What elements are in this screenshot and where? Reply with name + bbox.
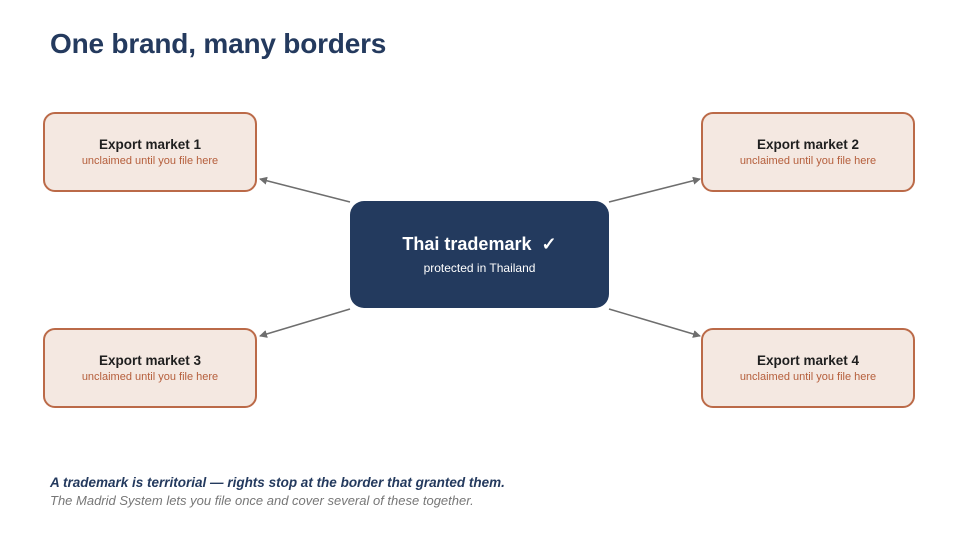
footer-detail: The Madrid System lets you file once and… xyxy=(50,493,474,508)
arrow-to-market-3 xyxy=(259,308,351,338)
export-market-3-box: Export market 3 unclaimed until you file… xyxy=(43,328,257,408)
market-name: Export market 4 xyxy=(756,353,860,368)
market-name: Export market 1 xyxy=(98,137,202,152)
market-status: unclaimed until you file here xyxy=(739,155,877,167)
export-market-4-box: Export market 4 unclaimed until you file… xyxy=(701,328,915,408)
check-icon: ✓ xyxy=(541,234,557,254)
market-name: Export market 3 xyxy=(98,353,202,368)
market-status: unclaimed until you file here xyxy=(81,155,219,167)
export-market-2-box: Export market 2 unclaimed until you file… xyxy=(701,112,915,192)
footer-note: A trademark is territorial — rights stop… xyxy=(50,475,505,508)
market-name: Export market 2 xyxy=(756,137,860,152)
center-name: Thai trademark xyxy=(402,234,532,254)
page-title: One brand, many borders xyxy=(50,28,387,59)
market-status: unclaimed until you file here xyxy=(81,371,219,383)
market-status: unclaimed until you file here xyxy=(739,371,877,383)
thai-trademark-box: Thai trademark ✓ protected in Thailand xyxy=(350,201,609,308)
arrow-to-market-4 xyxy=(608,308,701,338)
center-name-row: Thai trademark ✓ xyxy=(402,234,556,255)
footer-emphasis: A trademark is territorial — rights stop… xyxy=(50,475,505,490)
arrow-to-market-2 xyxy=(608,176,701,203)
arrow-to-market-1 xyxy=(259,176,351,203)
center-status: protected in Thailand xyxy=(423,261,536,275)
export-market-1-box: Export market 1 unclaimed until you file… xyxy=(43,112,257,192)
